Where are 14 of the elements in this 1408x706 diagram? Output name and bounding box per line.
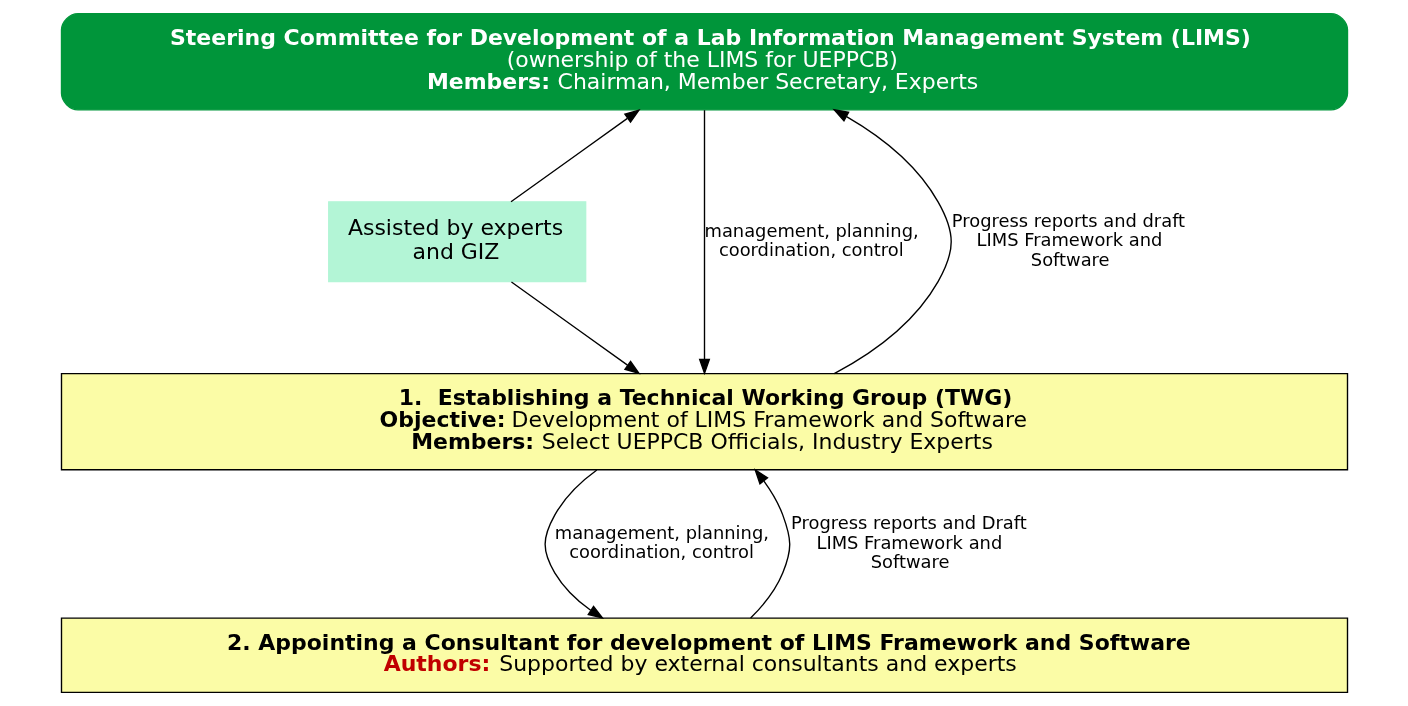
arrow [698, 109, 710, 376]
arrow [831, 108, 952, 375]
arrow [543, 469, 604, 620]
arrow [510, 281, 641, 375]
node-box: Assisted by experts and GIZ [327, 201, 586, 283]
node-box: 1. Establishing a Technical Working Group (TWG) Objective: Development of LIMS Framework and Software Members: Select UEPPCB Officials, Industry Experts [60, 372, 1348, 471]
node-box: Steering Committee for Development of a Lab Information Management System (LIMS) (ownership of the LIMS for UEPPCB) Members: Chairman, Member Secretary, Experts [60, 12, 1348, 111]
edge-label: management, planning, coordination, control [704, 219, 919, 260]
edge-label: Progress reports and draft LIMS Framework and Software [951, 210, 1185, 270]
edge-label: management, planning, coordination, control [554, 522, 769, 563]
node-box: 2. Appointing a Consultant for development of LIMS Framework and Software Authors: Supported by external consultants and experts [60, 617, 1348, 694]
edge-label: Progress reports and Draft LIMS Framework and Software [790, 512, 1027, 572]
arrow [509, 108, 641, 203]
arrow [749, 468, 790, 619]
